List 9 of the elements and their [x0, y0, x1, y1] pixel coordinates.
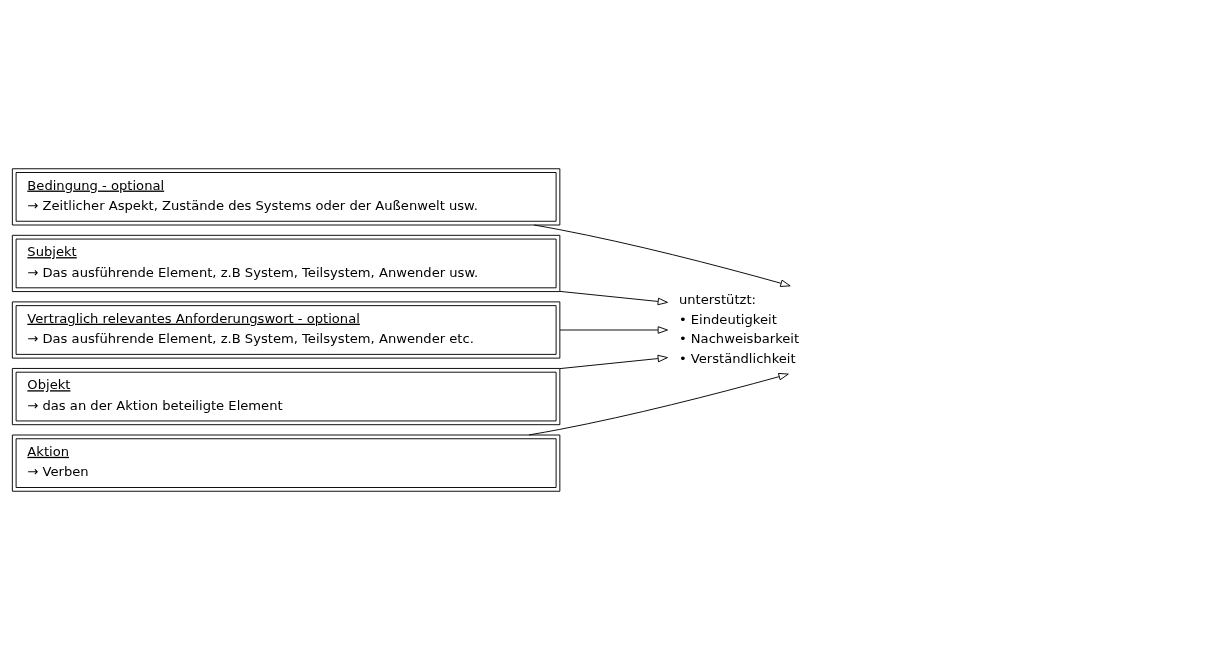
node-box: Vertraglich relevantes Anforderungswort - optional → Das ausführende Element, z.B System, Teilsystem, Anwender etc.	[11, 301, 561, 359]
node-box: Subjekt → Das ausführende Element, z.B System, Teilsystem, Anwender usw.	[11, 234, 561, 293]
node-box: Objekt → das an der Aktion beteiligte Element	[11, 367, 561, 426]
node-box: Bedingung - optional → Zeitlicher Aspekt, Zustände des Systems oder der Außenwelt usw.	[11, 168, 561, 226]
arrow	[559, 326, 668, 334]
node-box: Aktion → Verben	[11, 434, 561, 492]
arrow	[559, 354, 668, 370]
arrow	[559, 290, 668, 306]
node-text: unterstützt: • Eindeutigkeit • Nachweisbarkeit • Verständlichkeit	[678, 291, 800, 366]
